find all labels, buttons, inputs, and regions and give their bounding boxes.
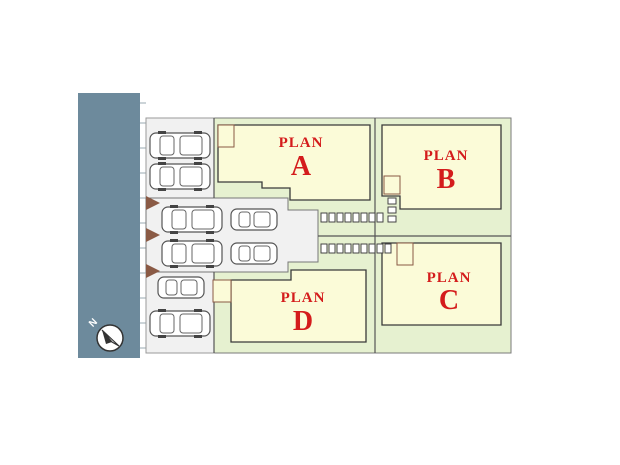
road <box>78 93 140 358</box>
plan-a-letter: A <box>291 151 312 182</box>
plan-b-title: PLAN <box>424 148 469 164</box>
plan-d-entry-porch <box>212 279 232 303</box>
entry-markers <box>146 196 160 278</box>
plan-c-entry-porch <box>396 242 414 266</box>
car-1 <box>149 131 211 160</box>
car-3 <box>161 205 223 234</box>
north-arrow-icon: N <box>87 317 124 352</box>
bicycle-rack-lower <box>320 243 392 254</box>
plan-c-title: PLAN <box>427 270 472 286</box>
plan-b-building <box>381 124 502 210</box>
plan-c: PLAN C <box>381 242 502 326</box>
plan-c-letter: C <box>439 285 459 316</box>
car-6 <box>230 242 278 265</box>
outdoor-units-b <box>387 197 397 223</box>
plan-d-title: PLAN <box>281 290 326 306</box>
plan-b: PLAN B <box>381 124 502 210</box>
plan-a-building <box>217 124 371 201</box>
plan-b-letter: B <box>437 164 456 195</box>
bicycle-rack-upper <box>320 212 384 223</box>
car-4 <box>230 208 278 231</box>
car-7 <box>157 276 205 299</box>
plan-d-letter: D <box>293 306 313 337</box>
plan-a-entry-porch <box>217 124 235 148</box>
plan-a: PLAN A <box>217 124 371 201</box>
plan-d: PLAN D <box>212 269 367 343</box>
plan-b-entry-porch <box>383 175 401 195</box>
plan-a-title: PLAN <box>279 135 324 151</box>
plan-d-building <box>230 269 367 343</box>
road-edge-ticks <box>140 102 146 349</box>
car-2 <box>149 162 211 191</box>
car-5 <box>161 239 223 268</box>
car-8 <box>149 309 211 338</box>
